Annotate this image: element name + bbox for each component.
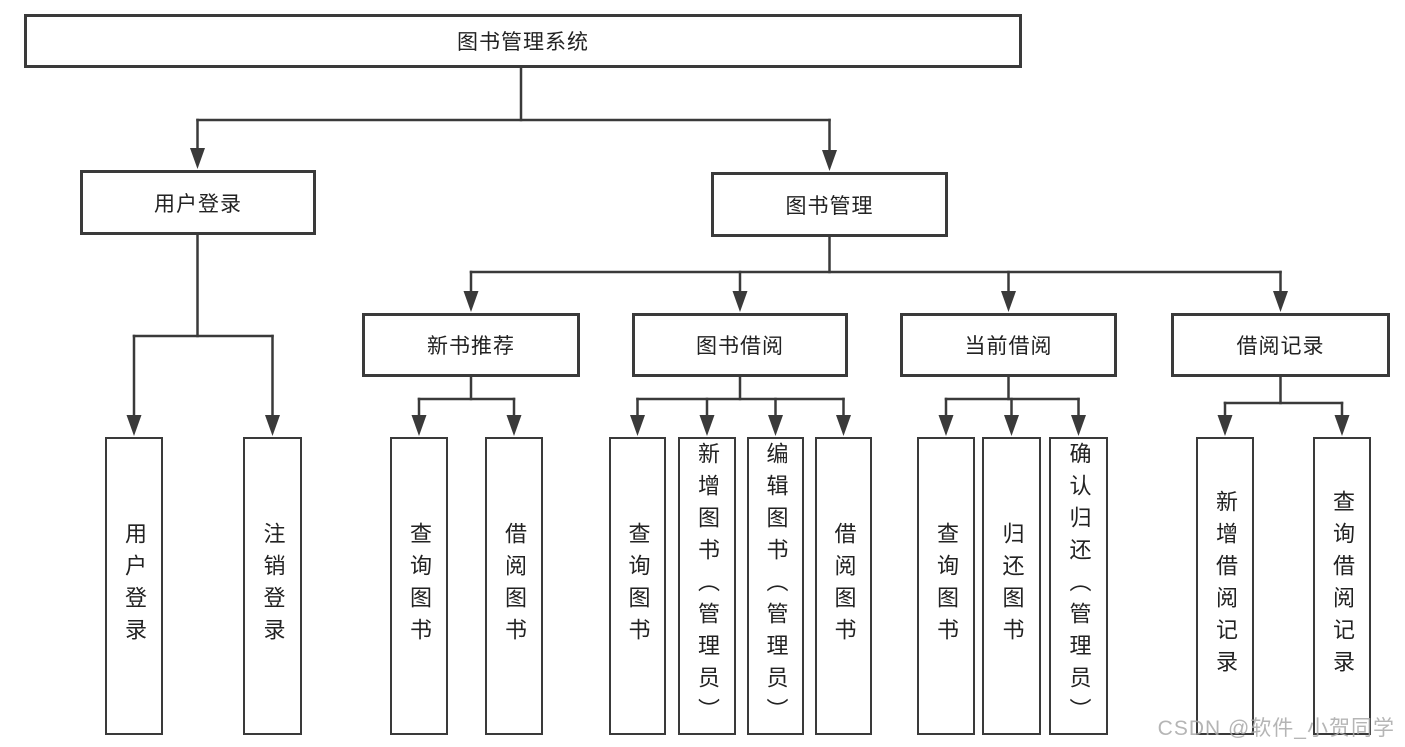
node-label: 用户登录 [122,522,147,650]
leaf-borrow-books-recommend: 借阅图书 [485,437,543,735]
node-label: 图书借阅 [696,335,784,358]
node-library-management-system: 图书管理系统 [24,14,1022,68]
leaf-query-books-recommend: 查询图书 [390,437,448,735]
node-label: 查询图书 [625,522,651,650]
node-label: 借阅记录 [1236,335,1325,358]
node-label: 图书管理 [785,194,874,218]
leaf-return-books: 归还图书 [982,437,1041,735]
node-label: 归还图书 [999,522,1025,650]
node-label: 新书推荐 [427,335,515,358]
leaf-add-books-admin: 新增图书（管理员） [678,437,736,735]
csdn-watermark: CSDN @软件_小贺同学 [1157,717,1395,740]
leaf-borrow-books: 借阅图书 [815,437,872,735]
leaf-edit-books-admin: 编辑图书（管理员） [747,437,804,735]
node-label: 确认归还（管理员） [1066,442,1092,730]
leaf-logout: 注销登录 [243,437,302,735]
leaf-query-books-current: 查询图书 [917,437,975,735]
node-label: 注销登录 [260,522,286,650]
node-borrowing-records: 借阅记录 [1171,313,1390,377]
node-label: 编辑图书（管理员） [763,442,789,730]
leaf-query-books-borrow: 查询图书 [609,437,666,735]
node-label: 查询图书 [407,522,432,650]
node-label: 借阅图书 [502,522,527,650]
node-label: 新增图书（管理员） [695,442,720,730]
leaf-add-borrow-record: 新增借阅记录 [1196,437,1254,735]
node-label: 当前借阅 [964,335,1053,358]
leaf-confirm-return-admin: 确认归还（管理员） [1049,437,1108,735]
node-label: 借阅图书 [831,522,857,650]
leaf-query-borrow-record: 查询借阅记录 [1313,437,1371,735]
node-book-management: 图书管理 [711,172,948,237]
node-label: 新增借阅记录 [1213,490,1238,682]
node-user-login-branch: 用户登录 [80,170,316,235]
leaf-user-login: 用户登录 [105,437,163,735]
node-book-borrowing: 图书借阅 [632,313,848,377]
node-label: 用户登录 [154,192,242,216]
node-new-book-recommend: 新书推荐 [362,313,580,377]
node-label: 查询图书 [934,522,959,650]
node-current-borrowing: 当前借阅 [900,313,1117,377]
node-label: 查询借阅记录 [1330,490,1355,682]
node-label: 图书管理系统 [457,31,589,54]
